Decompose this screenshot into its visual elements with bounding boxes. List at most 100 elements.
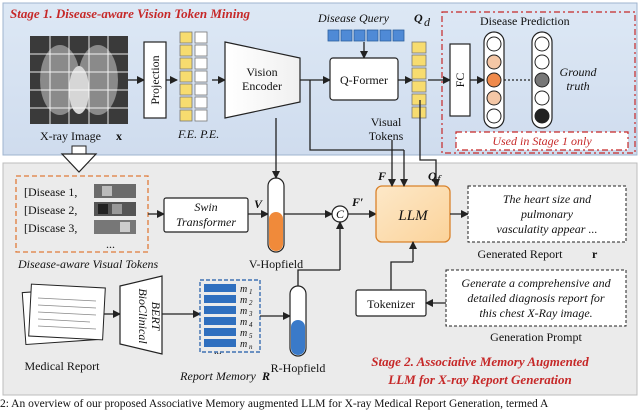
memory-slot bbox=[204, 339, 236, 347]
bioclinical-label-2: BERT bbox=[149, 302, 163, 332]
xray-label: X-ray Image bbox=[40, 129, 101, 143]
memory-sub: 1 bbox=[249, 288, 253, 296]
memory-ellipsis: ... bbox=[214, 346, 222, 357]
memory-label: m bbox=[240, 295, 247, 306]
f-prime-symbol: F′ bbox=[351, 195, 363, 209]
generation-prompt-label: Generation Prompt bbox=[490, 330, 582, 344]
visual-token bbox=[411, 80, 427, 93]
patch-tokens bbox=[179, 31, 208, 122]
position-token bbox=[194, 57, 208, 70]
patch-token bbox=[179, 96, 193, 109]
truth-circle bbox=[534, 54, 550, 70]
report-memory-label: Report Memory bbox=[179, 369, 256, 383]
bioclinical-bert bbox=[119, 275, 163, 355]
xray-symbol: x bbox=[116, 129, 122, 143]
prompt-line-2: detailed diagnosis report for bbox=[467, 291, 605, 305]
visual-token bbox=[411, 67, 427, 80]
query-token bbox=[379, 29, 392, 42]
patch-token bbox=[179, 57, 193, 70]
generated-report-symbol: r bbox=[592, 247, 598, 261]
crop-arrow bbox=[60, 145, 98, 173]
visual-token bbox=[411, 41, 427, 54]
query-token bbox=[392, 29, 405, 42]
prompt-line-1: Generate a comprehensive and bbox=[461, 276, 611, 290]
used-in-stage1-box bbox=[455, 131, 629, 151]
xray-image bbox=[30, 36, 128, 124]
qformer-box bbox=[329, 57, 399, 101]
v-hopfield-label: V-Hopfield bbox=[249, 257, 303, 271]
r-hopfield-label: R-Hopfield bbox=[271, 361, 326, 375]
fe-pe-label: F.E. P.E. bbox=[177, 127, 219, 141]
disease-patches bbox=[94, 184, 136, 234]
ground-truth-label-2: truth bbox=[566, 79, 589, 93]
disease-query-sub: d bbox=[424, 15, 431, 29]
bioclinical-label-1: BioClinical bbox=[136, 288, 150, 344]
stage2-title-2: LLM for X-ray Report Generation bbox=[387, 372, 571, 387]
ground-truth-label-1: Ground bbox=[560, 65, 598, 79]
disease-2-label: [Disease 2, bbox=[24, 203, 77, 217]
position-token bbox=[194, 109, 208, 122]
llm-label: LLM bbox=[397, 208, 429, 224]
disease-tokens-label: Disease-aware Visual Tokens bbox=[17, 257, 159, 271]
memory-label: m bbox=[240, 317, 247, 328]
position-token bbox=[194, 31, 208, 44]
visual-token bbox=[411, 93, 427, 106]
visual-token bbox=[411, 106, 427, 119]
memory-sub: 2 bbox=[249, 299, 253, 307]
disease-query-symbol: Q bbox=[414, 11, 423, 25]
stage1-only-region bbox=[441, 11, 636, 154]
position-token bbox=[194, 96, 208, 109]
memory-slot bbox=[204, 284, 236, 292]
swin-label-1: Swin bbox=[194, 200, 217, 214]
visual-tokens bbox=[411, 41, 427, 119]
qf-symbol: Q bbox=[428, 169, 437, 183]
prediction-circle bbox=[486, 54, 502, 70]
vision-encoder bbox=[224, 41, 301, 119]
memory-label: m bbox=[240, 328, 247, 339]
v-hopfield-fill bbox=[269, 212, 283, 251]
medical-report-doc bbox=[21, 283, 106, 346]
concat-label: C bbox=[336, 207, 345, 221]
memory-label: m bbox=[240, 339, 247, 350]
query-token bbox=[366, 29, 379, 42]
disease-ellipsis: ... bbox=[106, 237, 115, 251]
prompt-box bbox=[445, 269, 627, 327]
disease-prediction-label: Disease Prediction bbox=[480, 14, 570, 28]
prediction-circle bbox=[486, 90, 502, 106]
query-token bbox=[340, 29, 353, 42]
tokenizer-label: Tokenizer bbox=[367, 297, 415, 311]
truth-circles bbox=[534, 36, 550, 124]
v-symbol: V bbox=[254, 197, 263, 211]
f-symbol: F bbox=[377, 169, 386, 183]
memory-label: m bbox=[240, 306, 247, 317]
disease-query-tokens bbox=[327, 29, 405, 42]
projection-label: Projection bbox=[148, 55, 162, 104]
memory-sub: 5 bbox=[249, 332, 253, 340]
memory-sub: n bbox=[249, 343, 253, 351]
figure-caption: 2: An overview of our proposed Associati… bbox=[0, 398, 549, 410]
position-token bbox=[194, 70, 208, 83]
disease-query-label: Disease Query bbox=[317, 11, 390, 25]
prediction-circle bbox=[486, 72, 502, 88]
patch-token bbox=[179, 70, 193, 83]
position-token bbox=[194, 44, 208, 57]
swin-transformer-box bbox=[163, 197, 249, 233]
memory-sub: 3 bbox=[248, 310, 253, 318]
truth-circle bbox=[534, 108, 550, 124]
disease-1-label: [Disease 1, bbox=[24, 185, 77, 199]
vision-encoder-label-1: Vision bbox=[246, 65, 277, 79]
report-line-3: vasculatity appear ... bbox=[497, 222, 598, 236]
position-token bbox=[194, 83, 208, 96]
query-token bbox=[353, 29, 366, 42]
swin-label-2: Transformer bbox=[176, 215, 236, 229]
memory-slot bbox=[204, 295, 236, 303]
memory-sub: 4 bbox=[249, 321, 253, 329]
r-hopfield-fill bbox=[291, 320, 305, 355]
disease-3-label: [Discase 3, bbox=[24, 221, 77, 235]
prompt-line-3: this chest X-Ray image. bbox=[479, 306, 592, 320]
qformer-label: Q-Former bbox=[340, 73, 388, 87]
report-line-1: The heart size and bbox=[503, 192, 592, 206]
prediction-circle bbox=[486, 36, 502, 52]
memory-label: m bbox=[240, 284, 247, 295]
